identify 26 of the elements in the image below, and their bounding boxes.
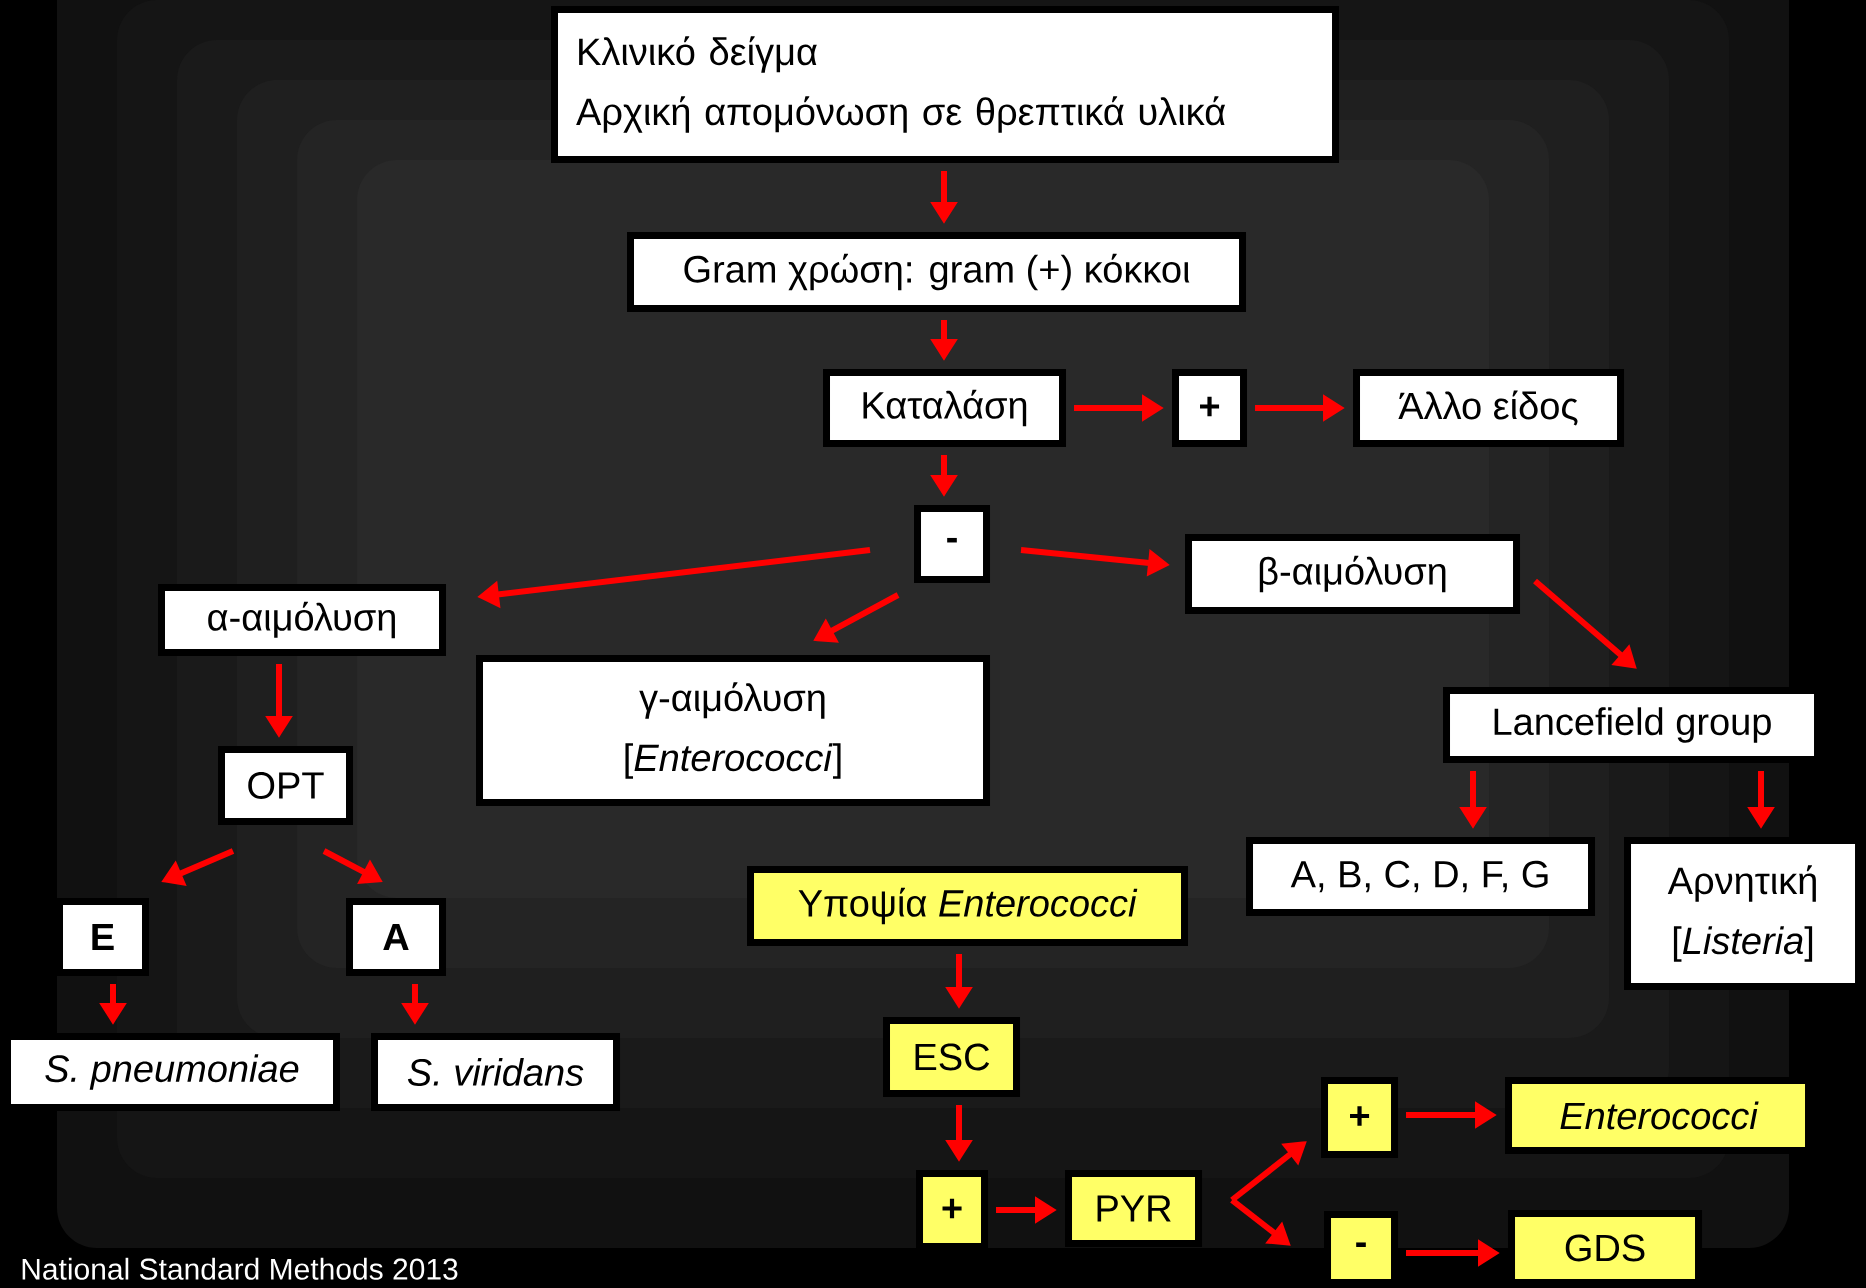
process-box: Κλινικό δείγμα Αρχική απομόνωση σε θρεπτικά υλικά xyxy=(551,6,1339,163)
source-note: National Standard Methods 2013 xyxy=(22,1257,458,1280)
process-box: Lancefield group xyxy=(1443,687,1821,763)
process-box: Υποψία Enterococci xyxy=(747,866,1188,946)
process-box: + xyxy=(916,1170,988,1250)
process-box: GDS xyxy=(1508,1210,1702,1286)
process-box: + xyxy=(1172,369,1247,447)
process-box: β-αιμόλυση xyxy=(1185,534,1520,614)
process-box: Gram χρώση: gram (+) κόκκοι xyxy=(627,232,1246,312)
process-box: Άλλο είδος xyxy=(1353,369,1624,447)
process-box: Enterococci xyxy=(1505,1077,1812,1154)
process-box: OPT xyxy=(218,746,353,825)
process-box: ESC xyxy=(883,1017,1020,1097)
process-box: S. viridans xyxy=(371,1033,620,1111)
process-box: S. pneumoniae xyxy=(4,1033,340,1111)
process-box: PYR xyxy=(1065,1170,1202,1247)
process-box: α-αιμόλυση xyxy=(158,584,446,656)
process-box: γ-αιμόλυση [Enterococci] xyxy=(476,655,990,806)
process-box: Αρνητική [Listeria] xyxy=(1624,837,1862,990)
process-box: + xyxy=(1321,1077,1398,1158)
process-box: - xyxy=(1324,1211,1398,1286)
process-box: - xyxy=(914,505,990,583)
process-box: Καταλάση xyxy=(823,369,1066,447)
process-box: E xyxy=(56,898,149,976)
process-box: A, B, C, D, F, G xyxy=(1246,837,1595,916)
process-box: A xyxy=(346,898,446,976)
